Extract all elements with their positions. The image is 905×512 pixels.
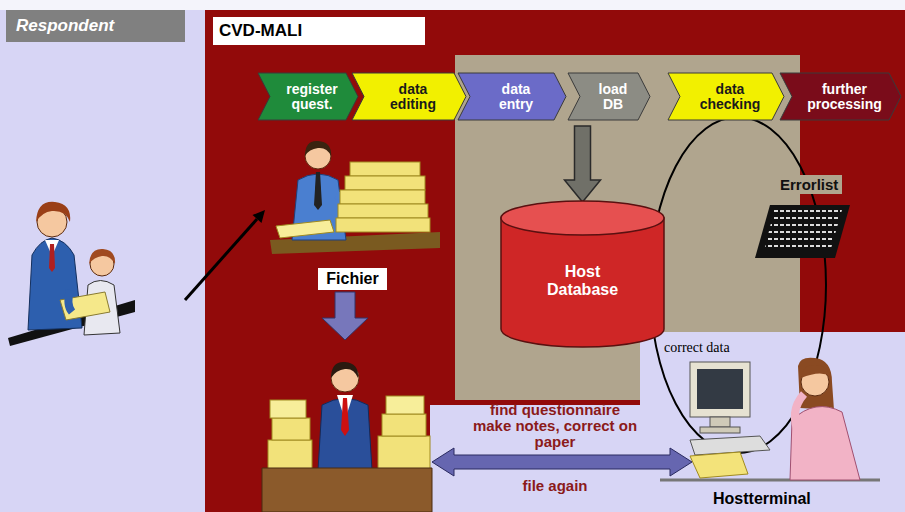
overloaded-clerk-part <box>318 399 372 471</box>
overloaded-clerk-part <box>378 436 430 470</box>
terminal-operator-part <box>710 417 730 427</box>
process-step: register quest. <box>258 73 358 120</box>
node-label: data checking <box>689 82 771 112</box>
terminal-operator-part <box>798 358 834 410</box>
chevron-fill <box>458 73 566 120</box>
node-label: correct data <box>661 340 733 356</box>
ground-part <box>205 10 905 512</box>
respondent-panel: Respondent <box>0 10 185 512</box>
filing-clerk-part <box>338 204 428 218</box>
overloaded-clerk-part <box>268 440 312 470</box>
chevron-fill <box>780 73 901 120</box>
pointer-line <box>185 219 257 300</box>
double-arrow <box>432 448 692 476</box>
overloaded-clerk-part <box>341 398 349 436</box>
errorlist-printout <box>755 205 850 258</box>
overloaded-clerk <box>262 362 432 512</box>
ground-part <box>0 0 905 10</box>
filing-office: Fichier <box>265 130 440 290</box>
arrow-note: file again <box>505 478 605 494</box>
node-label: Errorlist <box>776 175 842 194</box>
down-arrow-part <box>322 292 368 340</box>
check-loop-part <box>650 117 826 453</box>
overloaded-clerk-part <box>262 468 432 512</box>
respondent-figures-part <box>89 249 115 264</box>
filing-clerk-part <box>345 176 425 190</box>
process-step: data checking <box>668 73 784 120</box>
node-label: CVD-MALI <box>213 17 425 45</box>
chevron-fill <box>258 73 358 120</box>
double-arrow-part <box>432 448 692 476</box>
terminal-operator-part <box>690 362 750 417</box>
overloaded-clerk-part <box>382 414 426 436</box>
chevron-fill <box>568 73 650 120</box>
node-label: register quest. <box>276 82 348 112</box>
respondent-figures-part <box>68 290 72 312</box>
filing-clerk-part <box>305 141 331 156</box>
flow-arrow <box>565 126 601 202</box>
process-step: data editing <box>352 73 466 120</box>
pointer-arrow <box>185 210 265 300</box>
node-label: data entry <box>486 82 546 112</box>
arrowhead <box>253 210 266 223</box>
terminal-operator-part <box>795 394 804 436</box>
process-step: load DB <box>568 73 650 120</box>
respondent-figures-part <box>49 244 55 272</box>
down-arrow <box>322 292 368 340</box>
filing-clerk-part <box>336 218 430 232</box>
node-label: load DB <box>589 82 637 112</box>
terminal-operator-part <box>801 365 830 378</box>
overloaded-clerk-part <box>331 362 358 378</box>
terminal-operator-part <box>697 369 743 409</box>
terminal-operator-part <box>790 407 860 480</box>
process-step: data entry <box>458 73 566 120</box>
errorlist-printout-part <box>755 205 850 258</box>
respondent-figures-part <box>36 202 70 222</box>
errorlist-printout-part <box>764 210 842 252</box>
filing-clerk <box>270 141 440 254</box>
node-label: Fichier <box>318 268 386 290</box>
check-loop <box>650 117 826 453</box>
database-cylinder: Host Database <box>500 200 665 348</box>
terminal-operator <box>660 358 880 480</box>
arrow-note: find questionnaire make notes, correct o… <box>470 402 640 450</box>
terminal-operator-part <box>690 452 748 478</box>
filing-clerk-part <box>314 172 322 210</box>
cylinder-body <box>501 218 664 347</box>
node-caption: Hostterminal <box>713 490 811 508</box>
chevron-fill <box>668 73 784 120</box>
terminal-operator-part <box>690 436 770 455</box>
overloaded-clerk-part <box>386 396 424 414</box>
host-terminal: correct dataHostterminal <box>658 340 888 510</box>
chevron-fill <box>352 73 466 120</box>
ground-part <box>430 332 905 512</box>
flow-arrow-body <box>565 126 601 202</box>
node-label: further processing <box>799 82 891 112</box>
overloaded-clerk-part <box>270 400 306 418</box>
node-label: data editing <box>377 82 449 112</box>
cylinder-top <box>501 201 664 235</box>
filing-clerk-part <box>340 190 425 204</box>
node-label: Respondent <box>6 10 185 42</box>
process-step: further processing <box>780 73 901 120</box>
errorlist-printer: Errorlist <box>770 175 865 267</box>
terminal-operator-part <box>700 427 740 433</box>
node-label: Host Database <box>533 249 633 299</box>
overloaded-clerk-part <box>272 418 310 440</box>
filing-clerk-part <box>276 220 334 238</box>
respondent-figures <box>8 202 135 346</box>
filing-clerk-part <box>350 162 420 176</box>
